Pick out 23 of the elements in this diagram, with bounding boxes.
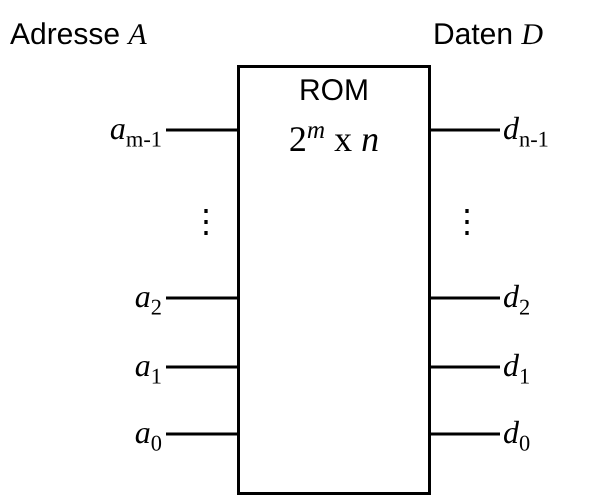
pin-line <box>431 128 500 132</box>
heading: Daten D <box>433 20 544 50</box>
pin-label: a$_{m-1}$ <box>110 112 162 151</box>
heading: Adresse A <box>10 20 147 50</box>
pin-line <box>166 296 237 300</box>
pin-line <box>166 128 237 132</box>
pin-line <box>431 432 500 436</box>
block-size: 2$^{m}$ x n <box>288 118 380 157</box>
pin-label: a$_{1}$ <box>134 349 162 388</box>
rom-block <box>237 65 431 495</box>
pin-line <box>431 296 500 300</box>
ellipsis: ⋮ <box>190 205 222 237</box>
block-title: ROM <box>298 76 370 106</box>
pin-label: a$_{2}$ <box>134 280 162 319</box>
ellipsis: ⋮ <box>451 205 483 237</box>
pin-label: d$_{n-1}$ <box>503 112 549 151</box>
pin-label: a$_{0}$ <box>134 416 162 455</box>
pin-label: d$_{1}$ <box>503 349 530 388</box>
pin-line <box>431 366 500 368</box>
pin-label: d$_{0}$ <box>503 416 530 455</box>
pin-line <box>166 432 237 436</box>
pin-label: d$_{2}$ <box>503 280 530 319</box>
pin-line <box>166 366 237 368</box>
